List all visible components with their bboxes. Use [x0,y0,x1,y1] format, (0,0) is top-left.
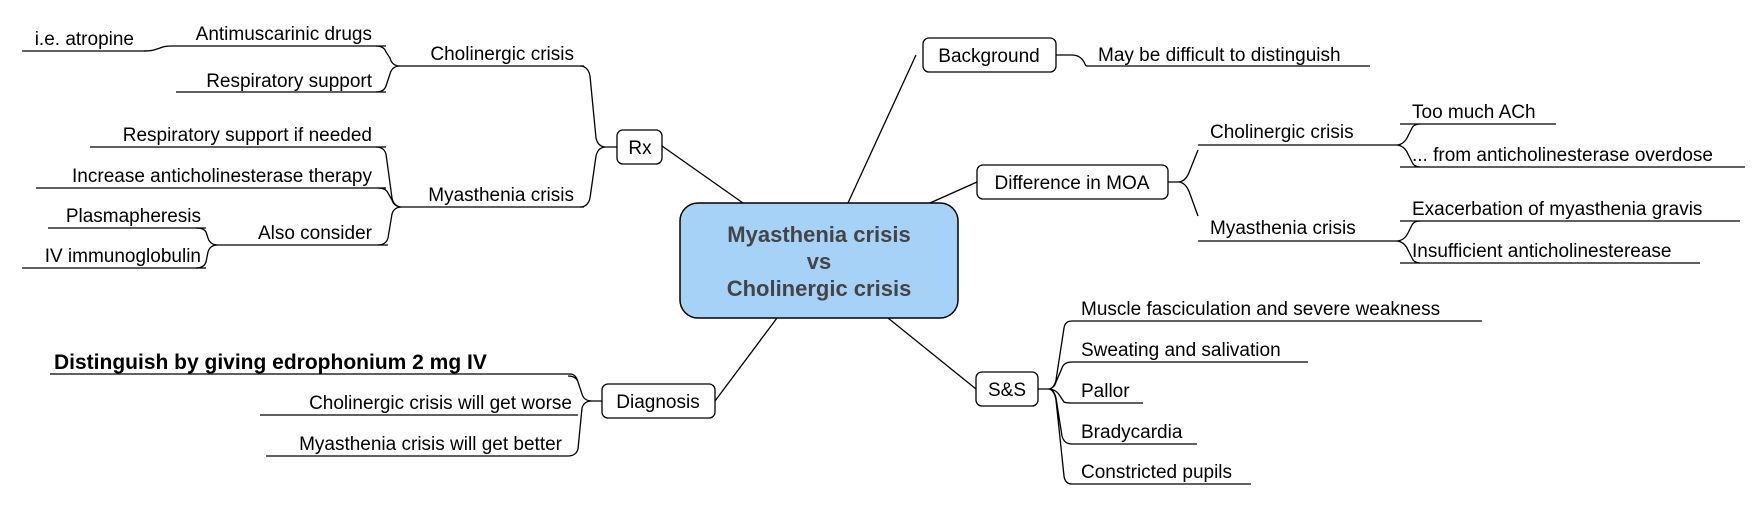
rx-drugs-example: i.e. atropine [35,29,134,50]
rx-myasthenia-label: Myasthenia crisis [428,185,574,206]
center-box [679,202,959,319]
moa-label: Difference in MOA [995,173,1150,194]
rx-support-label: Respiratory support [206,71,373,92]
moa-cholinergic-item-1: ... from anticholinesterase overdose [1412,145,1713,166]
diagnosis-branch: Diagnosis Distinguish by giving edrophon… [50,351,716,457]
moa-myasthenia-item-1: Insufficient anticholinesterease [1412,241,1671,262]
edge-center-ss [887,317,977,390]
moa-cholinergic-item-0: Too much ACh [1412,102,1536,123]
diagnosis-item-0: Cholinergic crisis will get worse [309,393,572,414]
rx-cholinergic-label: Cholinergic crisis [430,44,574,65]
diagnosis-headline: Distinguish by giving edrophonium 2 mg I… [54,351,487,374]
rx-also-label: Also consider [258,223,373,244]
rx-myasthenia-item-1: Increase anticholinesterase therapy [72,166,372,187]
rx-branch: Rx Cholinergic crisis Antimuscarinic dru… [22,24,663,269]
edge-rx-split [579,65,617,208]
edge-rx-drugs-example [143,45,173,52]
ss-item-3: Bradycardia [1081,422,1183,443]
edge-center-moa [929,181,978,204]
background-note: May be difficult to distinguish [1098,45,1341,66]
ss-item-4: Constricted pupils [1081,462,1232,483]
ss-branch: S&S Muscle fasciculation and severe weak… [975,299,1482,485]
edge-background-note [1056,54,1087,67]
ss-label: S&S [988,380,1026,401]
center-node[interactable]: Myasthenia crisis vs Cholinergic crisis [679,202,959,319]
edge-center-background [847,54,917,204]
background-label: Background [938,46,1039,67]
moa-branch: Difference in MOA Cholinergic crisis Mya… [976,102,1745,264]
rx-myasthenia-item-0: Respiratory support if needed [123,125,372,146]
diagnosis-item-1: Myasthenia crisis will get better [299,434,563,455]
moa-myasthenia-item-0: Exacerbation of myasthenia gravis [1412,199,1702,220]
center-title-line2: vs [807,249,831,274]
edge-rx-cholinergic-items [375,45,401,93]
center-title-line3: Cholinergic crisis [727,276,912,301]
edge-center-diagnosis [714,317,778,402]
ss-item-0: Muscle fasciculation and severe weakness [1081,299,1440,320]
edge-diagnosis-items [50,373,602,457]
rx-drugs-label: Antimuscarinic drugs [196,24,372,45]
edge-moa-split [1168,149,1199,217]
rx-also-item-1: IV immunoglobulin [45,246,201,267]
moa-cholinergic-label: Cholinergic crisis [1210,122,1354,143]
background-branch: Background May be difficult to distingui… [922,37,1370,73]
moa-myasthenia-label: Myasthenia crisis [1210,218,1356,239]
edge-ss-items [1038,320,1073,485]
ss-item-1: Sweating and salivation [1081,340,1281,361]
rx-also-item-0: Plasmapheresis [66,206,201,227]
edge-center-rx [661,145,744,204]
rx-label: Rx [628,138,652,159]
edge-rx-myasthenia-items [375,146,403,246]
center-title-line1: Myasthenia crisis [727,222,910,247]
diagnosis-label: Diagnosis [616,392,699,413]
ss-item-2: Pallor [1081,381,1130,402]
